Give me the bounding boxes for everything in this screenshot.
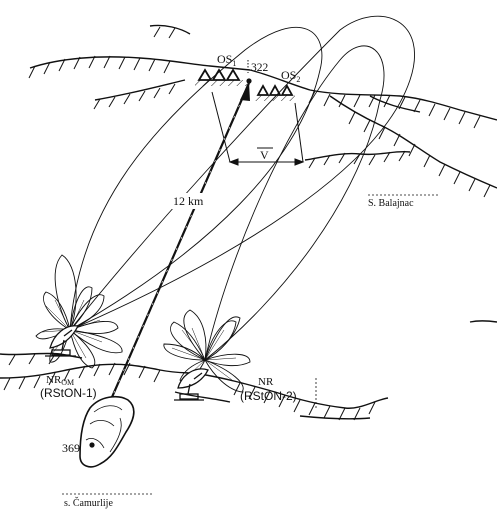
v-interval [212, 92, 303, 165]
antenna-rays [42, 300, 236, 380]
os2-target [255, 86, 295, 101]
camurlije-label: s. Čamurlije [64, 497, 113, 509]
distance-line [92, 82, 250, 444]
beam-lobes [36, 16, 415, 392]
os2-label: OS2 [281, 68, 300, 84]
balajnac-label: S. Balajnac [368, 198, 414, 209]
os1-target [195, 70, 247, 86]
rston1-label: (RStON-1) [40, 386, 97, 400]
upper-ridge-hatching [29, 27, 490, 197]
point-322-label: 322 [251, 62, 269, 74]
v-label: V [260, 148, 269, 162]
upper-ridge [30, 25, 497, 188]
lower-terrain [0, 321, 497, 419]
point-369-dot [89, 442, 94, 447]
distance-label: 12 km [173, 194, 204, 208]
rston2-label: (RStON-2) [240, 389, 297, 403]
point-369-label: 369 [62, 441, 80, 455]
area-369 [80, 397, 134, 467]
nr-label: NR [258, 376, 274, 388]
